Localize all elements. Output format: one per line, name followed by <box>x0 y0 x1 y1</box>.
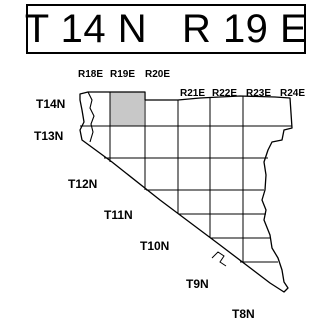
township-label-t8n: T8N <box>232 307 255 321</box>
township-label-t10n: T10N <box>140 239 169 253</box>
range-label-r23e: R23E <box>246 88 271 99</box>
inlet-feature <box>211 251 227 267</box>
river-boundary <box>87 91 95 143</box>
range-label-r22e: R22E <box>212 88 237 99</box>
range-label-r20e: R20E <box>145 69 170 80</box>
map-title: T 14 N R 19 E <box>25 4 307 54</box>
county-boundary <box>79 91 293 293</box>
township-label-t13n: T13N <box>34 129 63 143</box>
highlighted-township-cell[interactable] <box>110 92 144 126</box>
township-label-t14n: T14N <box>36 97 65 111</box>
range-label-r24e: R24E <box>280 88 305 99</box>
range-label-r19e: R19E <box>110 69 135 80</box>
township-label-t11n: T11N <box>104 208 133 222</box>
township-label-t9n: T9N <box>186 277 209 291</box>
range-label-r18e: R18E <box>78 69 103 80</box>
range-label-r21e: R21E <box>180 88 205 99</box>
township-label-t12n: T12N <box>68 177 97 191</box>
